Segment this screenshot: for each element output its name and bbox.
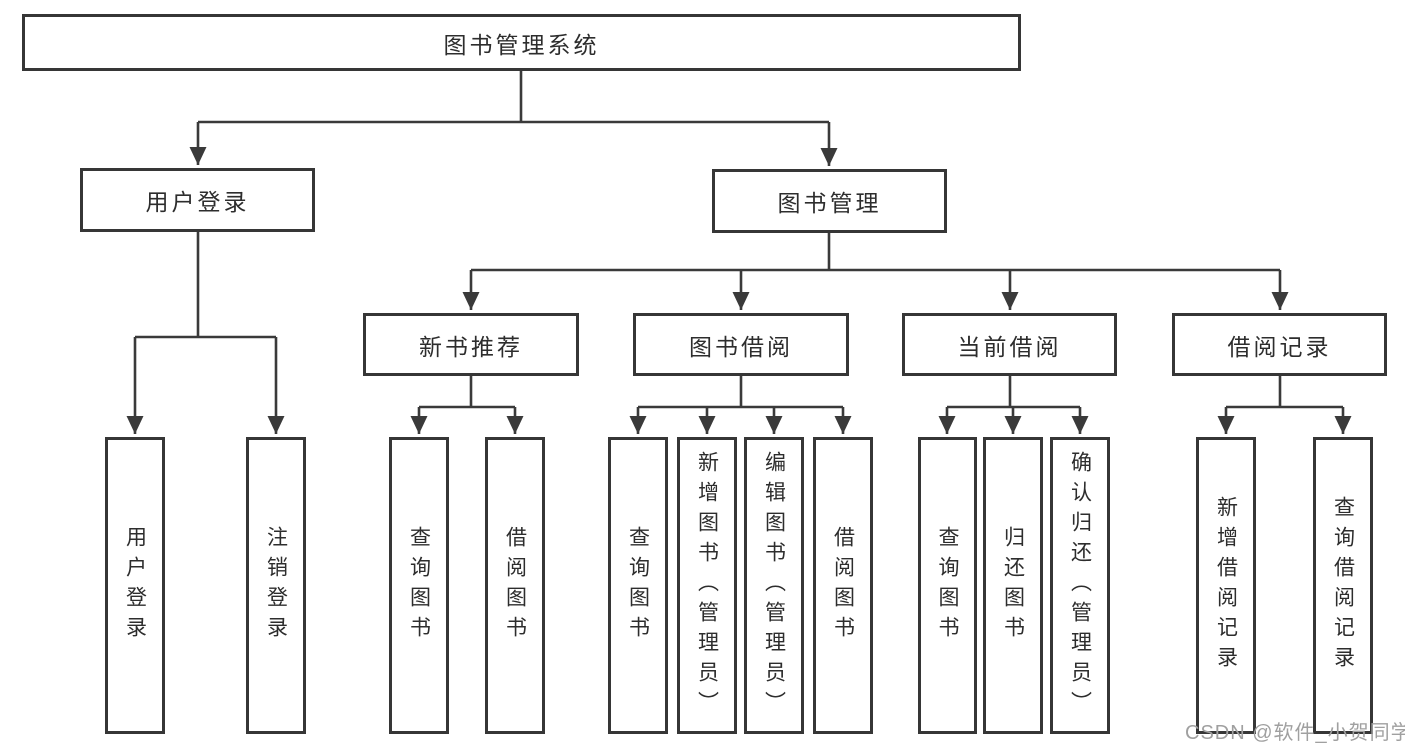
node-new-book-recommend: 新书推荐: [363, 313, 579, 376]
connector-borrowing-records-trunk: [1226, 376, 1343, 409]
node-root: 图书管理系统: [22, 14, 1021, 71]
connector-new-book-recommend-trunk: [419, 376, 515, 409]
leaf-bb-borrow-books: 借阅图书: [813, 437, 873, 734]
leaf-nbr-borrow-books: 借阅图书: [485, 437, 545, 734]
leaf-bb-add-book-admin: 新增图书（管理员）: [677, 437, 737, 734]
connector-book-management-trunk: [471, 233, 1280, 272]
leaf-bb-edit-book-admin: 编辑图书（管理员）: [744, 437, 804, 734]
connector-user-login-trunk: [135, 232, 276, 339]
connector-root-trunk: [198, 71, 829, 124]
leaf-cb-query-books: 查询图书: [918, 437, 977, 734]
leaf-br-query-borrow-record: 查询借阅记录: [1313, 437, 1373, 734]
leaf-logout: 注销登录: [246, 437, 306, 734]
node-book-management: 图书管理: [712, 169, 947, 233]
connector-current-borrowing-trunk: [947, 376, 1080, 409]
leaf-user-login: 用户登录: [105, 437, 165, 734]
node-book-borrowing: 图书借阅: [633, 313, 849, 376]
leaf-cb-return-books: 归还图书: [983, 437, 1043, 734]
leaf-cb-confirm-return-admin: 确认归还（管理员）: [1050, 437, 1110, 734]
connector-book-borrowing-trunk: [638, 376, 843, 409]
watermark: CSDN @软件_小贺同学: [1185, 722, 1405, 744]
node-borrowing-records: 借阅记录: [1172, 313, 1387, 376]
leaf-br-add-borrow-record: 新增借阅记录: [1196, 437, 1256, 734]
node-current-borrowing: 当前借阅: [902, 313, 1117, 376]
leaf-nbr-query-books: 查询图书: [389, 437, 449, 734]
leaf-bb-query-books: 查询图书: [608, 437, 668, 734]
node-user-login: 用户登录: [80, 168, 315, 232]
